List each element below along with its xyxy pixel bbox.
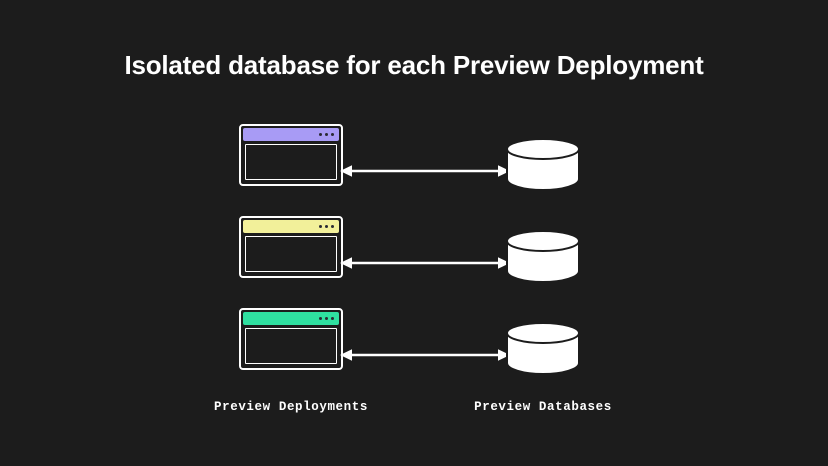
preview-database-icon[interactable] bbox=[505, 322, 581, 374]
window-content-area bbox=[245, 144, 337, 180]
preview-deployment-window[interactable] bbox=[239, 124, 343, 186]
window-titlebar bbox=[243, 128, 339, 141]
connector-arrow bbox=[338, 163, 512, 179]
left-column-caption: Preview Deployments bbox=[214, 400, 368, 414]
window-dots-icon bbox=[319, 225, 334, 228]
preview-database-icon[interactable] bbox=[505, 230, 581, 282]
preview-database-icon[interactable] bbox=[505, 138, 581, 190]
page-title: Isolated database for each Preview Deplo… bbox=[124, 50, 704, 80]
window-content-area bbox=[245, 236, 337, 272]
right-column-caption: Preview Databases bbox=[474, 400, 612, 414]
window-content-area bbox=[245, 328, 337, 364]
window-dots-icon bbox=[319, 317, 334, 320]
preview-deployment-window[interactable] bbox=[239, 308, 343, 370]
connector-arrow bbox=[338, 347, 512, 363]
window-titlebar bbox=[243, 220, 339, 233]
preview-deployment-window[interactable] bbox=[239, 216, 343, 278]
window-dots-icon bbox=[319, 133, 334, 136]
connector-arrow bbox=[338, 255, 512, 271]
window-titlebar bbox=[243, 312, 339, 325]
